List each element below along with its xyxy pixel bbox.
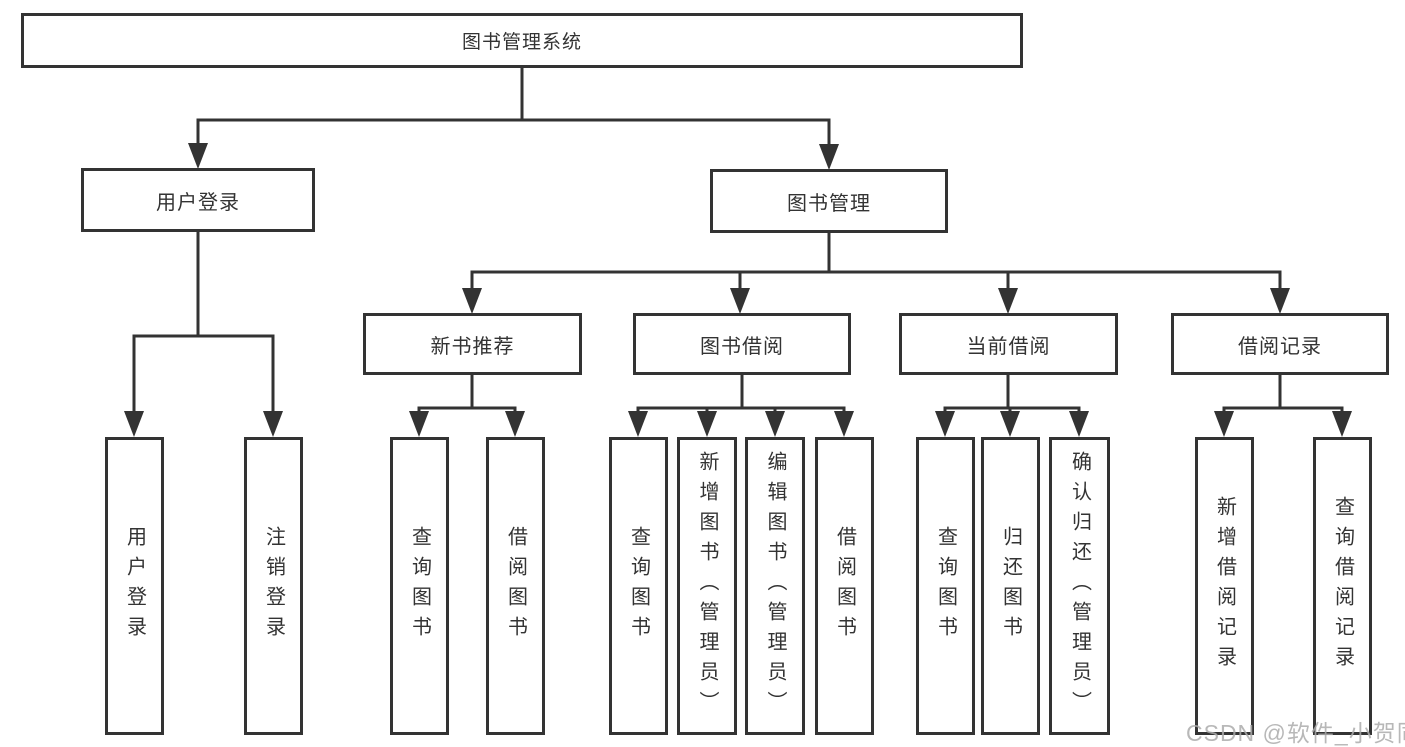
leaf-query-books-borrowing: 查询图书: [609, 437, 668, 735]
leaf-confirm-return-admin: 确认归还（管理员）: [1049, 437, 1110, 735]
leaf-user-login: 用户登录: [105, 437, 164, 735]
leaf-query-books-current: 查询图书: [916, 437, 975, 735]
leaf-logout: 注销登录: [244, 437, 303, 735]
connector-bookmgmt-to-level3: [462, 231, 1290, 314]
node-root: 图书管理系统: [21, 13, 1023, 68]
node-current-borrowing: 当前借阅: [899, 313, 1118, 375]
node-new-book-recommendation: 新书推荐: [363, 313, 582, 375]
leaf-borrow-books-borrowing: 借阅图书: [815, 437, 874, 735]
leaf-add-books-admin: 新增图书（管理员）: [677, 437, 737, 735]
node-borrowing-records: 借阅记录: [1171, 313, 1389, 375]
connector-bookborrow-to-leaves: [628, 373, 854, 437]
connector-currentborrow-to-leaves: [935, 373, 1089, 437]
leaf-return-books: 归还图书: [981, 437, 1040, 735]
connector-borrowrecords-to-leaves: [1214, 373, 1352, 437]
node-book-borrowing: 图书借阅: [633, 313, 851, 375]
watermark: CSDN @软件_小贺同学: [1186, 720, 1405, 746]
node-book-management: 图书管理: [710, 169, 948, 233]
connector-newbook-to-leaves: [409, 373, 525, 437]
connector-root-to-level2: [188, 66, 839, 170]
leaf-borrow-books-recommend: 借阅图书: [486, 437, 545, 735]
leaf-add-borrow-record: 新增借阅记录: [1195, 437, 1254, 735]
node-user-login: 用户登录: [81, 168, 315, 232]
leaf-query-borrow-record: 查询借阅记录: [1313, 437, 1372, 735]
leaf-edit-books-admin: 编辑图书（管理员）: [745, 437, 805, 735]
leaf-query-books-recommend: 查询图书: [390, 437, 449, 735]
connector-userlogin-to-leaves: [124, 230, 283, 437]
